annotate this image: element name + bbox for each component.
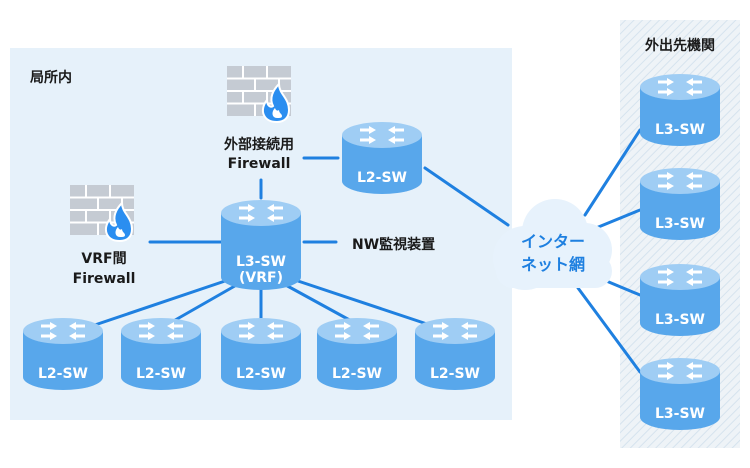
link-cloud-remote-4 xyxy=(576,286,642,374)
cloud-icon xyxy=(493,199,612,290)
l2-switch-label: L2-SW xyxy=(236,366,286,382)
link-core-l2-4 xyxy=(280,281,357,325)
switch-icon xyxy=(221,200,301,290)
nw-monitor-label: NW監視装置 xyxy=(352,236,435,253)
edge-l2-switch-label: L2-SW xyxy=(357,170,407,186)
remote-l3-switch-label: L3-SW xyxy=(655,216,705,232)
switch-icon xyxy=(415,318,495,390)
remote-l3-switch-label: L3-SW xyxy=(655,406,705,422)
cloud-label-2: ネット網 xyxy=(521,255,585,274)
remote-l3-switch: L3-SW xyxy=(640,168,720,240)
l2-switch: L2-SW xyxy=(317,318,397,390)
l2-switch: L2-SW xyxy=(221,318,301,390)
switch-icon xyxy=(640,168,720,240)
switch-icon xyxy=(23,318,103,390)
switch-icon xyxy=(121,318,201,390)
switch-icon xyxy=(640,264,720,336)
core-l3-switch-label-1: L3-SW xyxy=(236,254,286,270)
link-cloud-remote-1 xyxy=(583,128,642,217)
link-core-l2-5 xyxy=(293,278,447,332)
link-l2top-cloud xyxy=(423,166,510,227)
flame-icon xyxy=(261,81,291,124)
firewall-external: 外部接続用 Firewall xyxy=(224,66,294,172)
remote-l3-switch: L3-SW xyxy=(640,358,720,430)
l2-switch: L2-SW xyxy=(23,318,103,390)
firewall-vrf: VRF間 Firewall xyxy=(70,185,135,287)
firewall-external-label-1: 外部接続用 xyxy=(224,136,294,153)
remote-l3-switch-label: L3-SW xyxy=(655,312,705,328)
edge-l2-switch: L2-SW xyxy=(342,122,422,194)
firewall-icon xyxy=(227,66,291,124)
l2-switch-label: L2-SW xyxy=(430,366,480,382)
firewall-vrf-label-2: Firewall xyxy=(73,271,136,287)
switch-icon xyxy=(317,318,397,390)
link-core-l2-1 xyxy=(78,278,230,332)
cloud-label-1: インター xyxy=(521,232,585,251)
link-cloud-remote-2 xyxy=(594,208,642,230)
l2-switch-label: L2-SW xyxy=(136,366,186,382)
switch-icon xyxy=(640,74,720,146)
l2-switch-label: L2-SW xyxy=(332,366,382,382)
l2-switch-label: L2-SW xyxy=(38,366,88,382)
l2-switch: L2-SW xyxy=(121,318,201,390)
remote-l3-switch-label: L3-SW xyxy=(655,122,705,138)
switch-icon xyxy=(342,122,422,194)
l2-switch: L2-SW xyxy=(415,318,495,390)
internet-cloud: インター ネット網 xyxy=(493,199,612,290)
core-l3-switch: L3-SW(VRF) xyxy=(221,200,301,290)
firewall-external-label-2: Firewall xyxy=(228,156,291,172)
remote-l3-switch: L3-SW xyxy=(640,264,720,336)
flame-icon xyxy=(104,200,134,243)
remote-l3-switch: L3-SW xyxy=(640,74,720,146)
switch-icon xyxy=(221,318,301,390)
link-core-l2-2 xyxy=(168,281,242,325)
external-region-label: 外出先機関 xyxy=(645,37,715,54)
firewall-vrf-label-1: VRF間 xyxy=(81,251,126,267)
internal-region-label: 局所内 xyxy=(30,69,72,86)
core-l3-switch-label-2: (VRF) xyxy=(239,270,283,286)
firewall-icon xyxy=(70,185,134,243)
switch-icon xyxy=(640,358,720,430)
